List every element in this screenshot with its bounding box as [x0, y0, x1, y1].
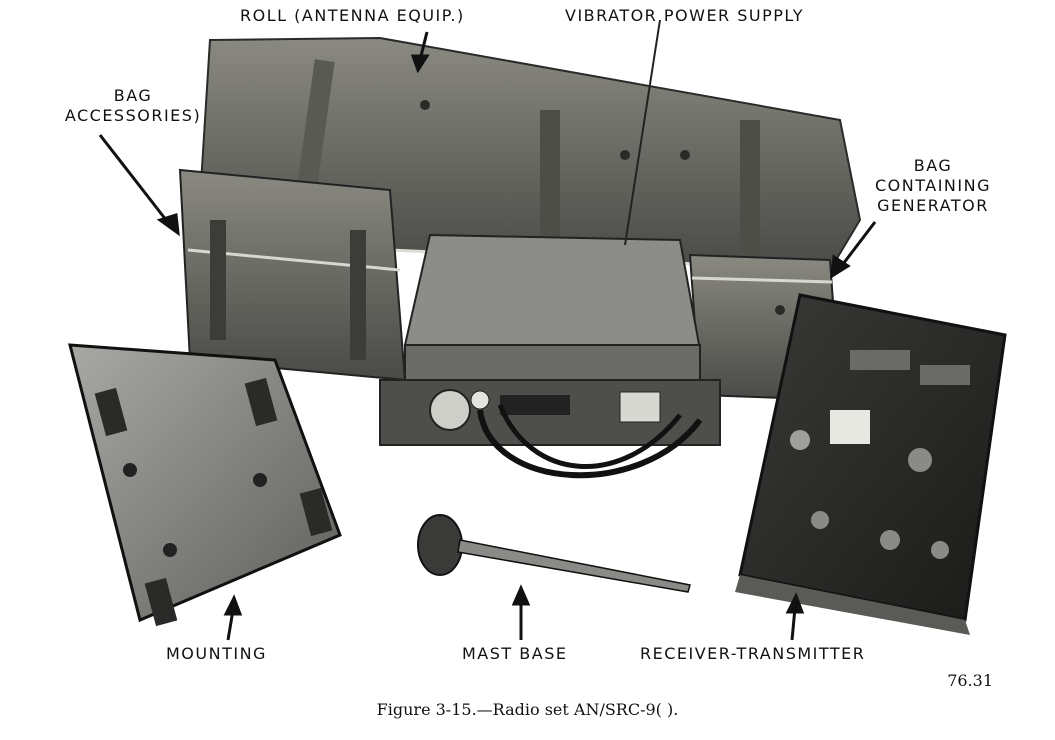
mast-base — [417, 514, 691, 593]
label-roll-antenna-equip: ROLL (ANTENNA EQUIP.) — [240, 6, 465, 25]
figure-number: 76.31 — [947, 671, 993, 690]
label-bag-generator-line2: CONTAINING — [875, 176, 991, 195]
label-bag-accessories-line1: BAG — [113, 86, 153, 105]
label-bag-generator-line3: GENERATOR — [877, 196, 989, 215]
figure-caption: Figure 3-15.—Radio set AN/SRC-9( ). — [376, 700, 679, 719]
receiver-transmitter — [735, 293, 1007, 635]
label-receiver-transmitter: RECEIVER-TRANSMITTER — [640, 644, 866, 663]
label-bag-generator-line1: BAG — [913, 156, 953, 175]
label-mounting: MOUNTING — [166, 644, 267, 663]
bag-accessories — [178, 168, 407, 382]
vibrator-power-supply — [379, 20, 721, 479]
label-vibrator-power-supply: VIBRATOR POWER SUPPLY — [565, 6, 804, 25]
label-bag-containing-generator: BAG CONTAINING GENERATOR — [858, 156, 1008, 216]
label-bag-accessories: BAG ACCESSORIES) — [58, 86, 208, 126]
label-mast-base: MAST BASE — [462, 644, 568, 663]
label-bag-accessories-line2: ACCESSORIES) — [64, 106, 202, 125]
equipment-photo — [68, 20, 1007, 635]
mounting — [68, 343, 342, 627]
